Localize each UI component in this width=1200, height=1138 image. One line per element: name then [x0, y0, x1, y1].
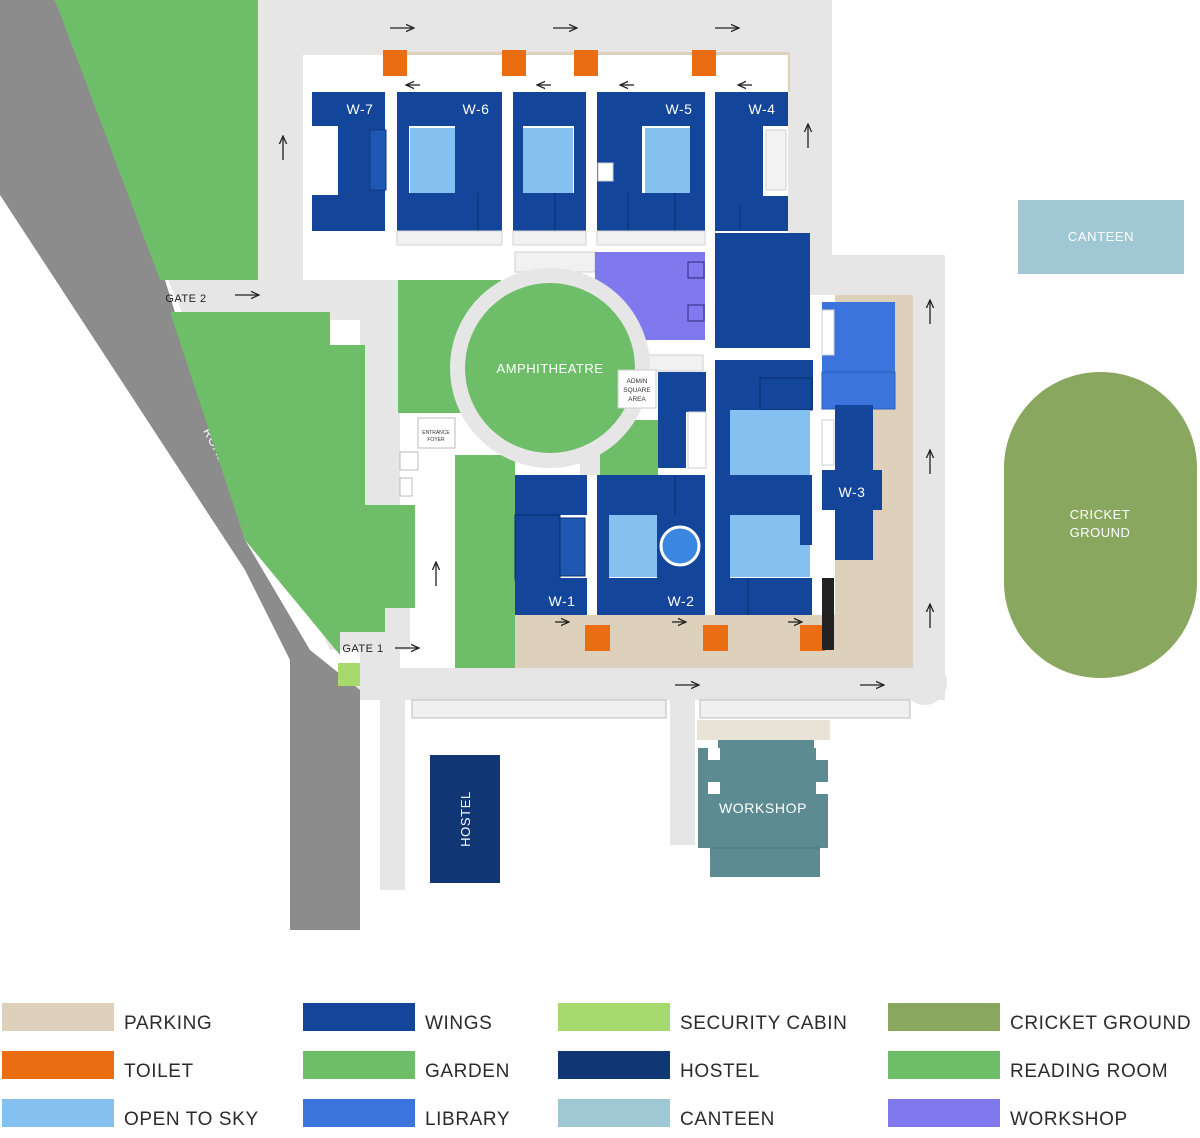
- wing-w5-west: [513, 92, 586, 231]
- workshop-label: WORKSHOP: [719, 800, 807, 816]
- legend-swatch: [2, 1003, 114, 1031]
- entrance-label-2: FOYER: [427, 437, 445, 443]
- workshop-building: [698, 740, 828, 877]
- hostel-label: HOSTEL: [458, 791, 473, 847]
- wing-east-south: [715, 475, 812, 615]
- canteen-label: CANTEEN: [1068, 229, 1134, 244]
- wing-labels: W-7 W-6 W-5 W-4 W-3 W-1 W-2: [347, 101, 866, 609]
- parking-stripes: [411, 699, 911, 719]
- gate-1-label: GATE 1: [342, 643, 383, 655]
- amphitheatre-label: AMPHITHEATRE: [497, 361, 604, 376]
- legend-label: SECURITY CABIN: [680, 1013, 848, 1034]
- legend-label: PARKING: [124, 1013, 213, 1034]
- parking-cover: [697, 720, 830, 740]
- cricket-label-2: GROUND: [1070, 525, 1131, 540]
- library-building: [821, 302, 896, 410]
- entrance-foyer: [417, 417, 456, 449]
- wing-label-w5: W-5: [666, 101, 693, 117]
- wing-w4: [715, 92, 788, 231]
- legend-label: GARDEN: [425, 1061, 510, 1082]
- legend-label: WINGS: [425, 1013, 493, 1034]
- entrance-label-1: ENTRANCE: [422, 430, 450, 436]
- legend-label: CRICKET GROUND: [1010, 1013, 1192, 1034]
- south-wings: [514, 475, 812, 615]
- campus-map: ROAD: [0, 0, 1197, 930]
- legend-label: CANTEEN: [680, 1109, 775, 1130]
- wing-w1: [514, 475, 587, 615]
- direction-arrows: [235, 28, 930, 685]
- wing-label-w7: W-7: [347, 101, 374, 117]
- wing-w6: [397, 92, 502, 231]
- legend-swatch: [888, 1051, 1000, 1079]
- legend-swatch: [303, 1099, 415, 1127]
- legend-label: READING ROOM: [1010, 1061, 1169, 1082]
- wing-w2: [597, 475, 705, 615]
- wing-w5: [597, 92, 705, 231]
- north-corridor: [396, 230, 706, 246]
- admin-label-2: SQUARE: [623, 387, 651, 394]
- east-block: [595, 233, 813, 475]
- legend-swatch: [558, 1051, 670, 1079]
- wing-label-w3: W-3: [839, 484, 866, 500]
- wing-label-w1: W-1: [549, 593, 576, 609]
- legend-label: HOSTEL: [680, 1061, 760, 1082]
- wing-label-w2: W-2: [668, 593, 695, 609]
- entrance-kiosk: [399, 451, 419, 471]
- amphitheatre: [465, 283, 635, 453]
- entrance-post: [399, 477, 413, 497]
- admin-label-1: ADMIN: [627, 378, 648, 385]
- legend-swatch: [888, 1099, 1000, 1127]
- gate-2-label: GATE 2: [165, 293, 206, 305]
- canteen-building: [1018, 200, 1184, 274]
- legend-swatch: [2, 1051, 114, 1079]
- legend-label: OPEN TO SKY: [124, 1109, 259, 1130]
- legend-swatch: [303, 1003, 415, 1031]
- legend-label: LIBRARY: [425, 1109, 511, 1130]
- north-wings: [312, 92, 788, 231]
- legend-swatch: [888, 1003, 1000, 1031]
- map-legend: PARKING TOILET OPEN TO SKY WINGS GARDEN …: [0, 995, 1200, 1135]
- wing-w7: [312, 92, 387, 231]
- security-cabin: [338, 663, 360, 686]
- legend-swatch: [2, 1099, 114, 1127]
- admin-label-3: AREA: [628, 396, 646, 403]
- wing-label-w6: W-6: [463, 101, 490, 117]
- legend-swatch: [558, 1003, 670, 1031]
- cricket-label-1: CRICKET: [1070, 507, 1131, 522]
- cricket-ground: [1004, 372, 1197, 678]
- admin-square: [617, 369, 657, 409]
- toilets: [383, 50, 825, 651]
- wing-w3: [821, 405, 882, 650]
- legend-label: TOILET: [124, 1061, 194, 1082]
- legend-swatch: [558, 1099, 670, 1127]
- hostel-building: [430, 755, 500, 883]
- road: [0, 0, 360, 930]
- wing-label-w4: W-4: [749, 101, 776, 117]
- legend-swatch: [303, 1051, 415, 1079]
- legend-label: WORKSHOP: [1010, 1109, 1128, 1130]
